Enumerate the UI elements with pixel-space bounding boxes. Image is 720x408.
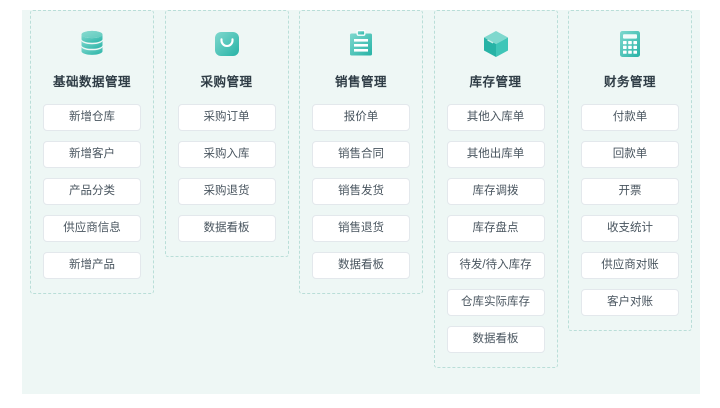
module-item-button[interactable]: 新增产品 bbox=[43, 252, 141, 279]
clipboard-icon bbox=[344, 27, 378, 61]
module-item-button[interactable]: 库存盘点 bbox=[446, 215, 545, 242]
module-item-button[interactable]: 采购订单 bbox=[177, 104, 276, 131]
module-title: 基础数据管理 bbox=[52, 75, 131, 89]
module-item-button[interactable]: 产品分类 bbox=[43, 178, 141, 205]
module-card: 财务管理付款单回款单开票收支统计供应商对账客户对账 bbox=[568, 10, 692, 331]
module-item-button[interactable]: 其他出库单 bbox=[446, 141, 545, 168]
module-item-button[interactable]: 付款单 bbox=[581, 104, 679, 131]
module-item-button[interactable]: 销售发货 bbox=[312, 178, 410, 205]
modules-panel: 基础数据管理新增仓库新增客户产品分类供应商信息新增产品采购管理采购订单采购入库采… bbox=[22, 10, 700, 394]
module-item-list: 采购订单采购入库采购退货数据看板 bbox=[177, 104, 276, 242]
module-item-button[interactable]: 供应商信息 bbox=[43, 215, 141, 242]
module-item-button[interactable]: 数据看板 bbox=[446, 326, 545, 353]
module-item-button[interactable]: 仓库实际库存 bbox=[446, 289, 545, 316]
module-item-button[interactable]: 数据看板 bbox=[312, 252, 410, 279]
module-item-button[interactable]: 数据看板 bbox=[177, 215, 276, 242]
module-item-button[interactable]: 销售合同 bbox=[312, 141, 410, 168]
shopping-bag-icon bbox=[210, 27, 244, 61]
module-item-list: 其他入库单其他出库单库存调拨库存盘点待发/待入库存仓库实际库存数据看板 bbox=[446, 104, 545, 353]
module-title: 销售管理 bbox=[334, 75, 387, 89]
calculator-icon bbox=[613, 27, 647, 61]
module-item-button[interactable]: 收支统计 bbox=[581, 215, 679, 242]
module-item-button[interactable]: 供应商对账 bbox=[581, 252, 679, 279]
module-title: 采购管理 bbox=[200, 75, 253, 89]
module-item-button[interactable]: 待发/待入库存 bbox=[446, 252, 545, 279]
module-item-button[interactable]: 报价单 bbox=[312, 104, 410, 131]
module-item-button[interactable]: 库存调拨 bbox=[446, 178, 545, 205]
module-item-button[interactable]: 采购退货 bbox=[177, 178, 276, 205]
module-item-list: 付款单回款单开票收支统计供应商对账客户对账 bbox=[581, 104, 679, 316]
module-card: 销售管理报价单销售合同销售发货销售退货数据看板 bbox=[299, 10, 423, 294]
module-item-button[interactable]: 销售退货 bbox=[312, 215, 410, 242]
module-item-button[interactable]: 客户对账 bbox=[581, 289, 679, 316]
module-card: 基础数据管理新增仓库新增客户产品分类供应商信息新增产品 bbox=[30, 10, 154, 294]
module-title: 库存管理 bbox=[469, 75, 522, 89]
module-card: 库存管理其他入库单其他出库单库存调拨库存盘点待发/待入库存仓库实际库存数据看板 bbox=[433, 10, 558, 368]
module-item-button[interactable]: 新增客户 bbox=[43, 141, 141, 168]
module-item-button[interactable]: 采购入库 bbox=[177, 141, 276, 168]
module-item-button[interactable]: 新增仓库 bbox=[43, 104, 141, 131]
module-column-list: 基础数据管理新增仓库新增客户产品分类供应商信息新增产品采购管理采购订单采购入库采… bbox=[22, 10, 700, 394]
database-icon bbox=[75, 27, 109, 61]
module-item-button[interactable]: 回款单 bbox=[581, 141, 679, 168]
module-item-button[interactable]: 开票 bbox=[581, 178, 679, 205]
module-item-list: 报价单销售合同销售发货销售退货数据看板 bbox=[312, 104, 410, 279]
module-card: 采购管理采购订单采购入库采购退货数据看板 bbox=[164, 10, 289, 257]
box-icon bbox=[479, 27, 513, 61]
module-title: 财务管理 bbox=[603, 75, 656, 89]
module-item-list: 新增仓库新增客户产品分类供应商信息新增产品 bbox=[43, 104, 141, 279]
module-item-button[interactable]: 其他入库单 bbox=[446, 104, 545, 131]
